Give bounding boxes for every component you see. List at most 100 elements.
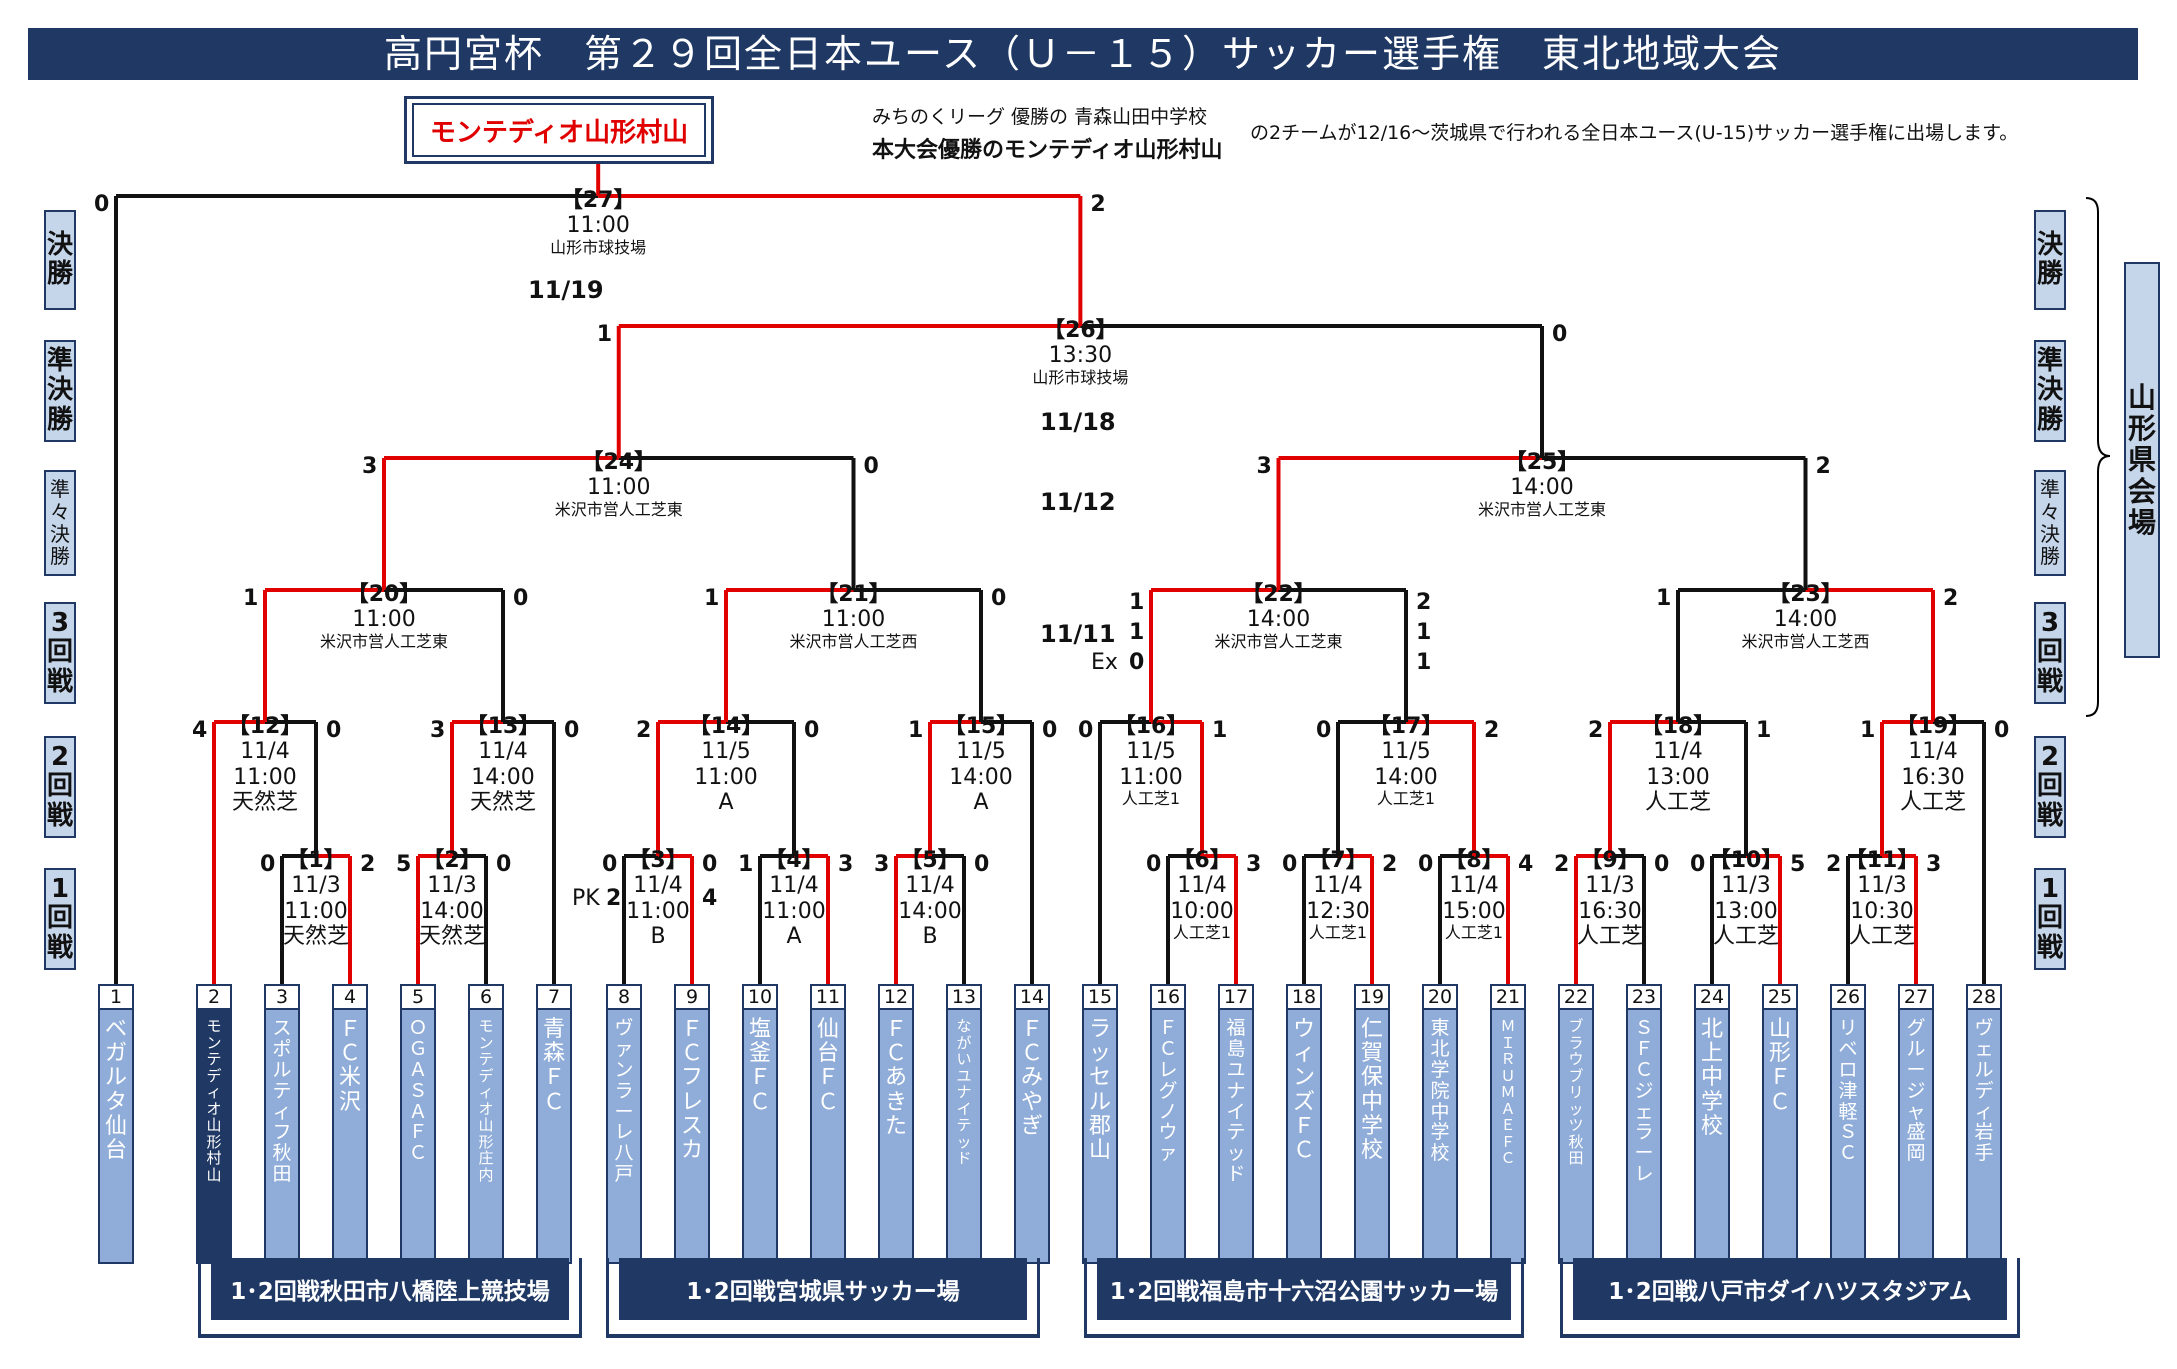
m6-info-line-2: 10:00 [1170, 898, 1234, 924]
m3-pk-label: PK [572, 886, 600, 911]
m22-score-right: 2 [1416, 590, 1432, 615]
m9-info-line-2: 16:30 [1578, 898, 1642, 924]
m26-score-right: 0 [1552, 322, 1568, 347]
m15-info-line-3: A [973, 789, 989, 815]
m6-score-right: 3 [1246, 852, 1262, 877]
team-number-9: 9 [674, 984, 710, 1010]
m10-info-line-2: 13:00 [1714, 898, 1778, 924]
m10-info-line-1: 11/3 [1721, 873, 1771, 899]
m4-info-line-0: 【4】 [764, 848, 824, 873]
team-number-6: 6 [468, 984, 504, 1010]
m13-info-line-2: 14:00 [471, 764, 535, 790]
m19-score-right: 0 [1994, 718, 2010, 743]
m12-info-line-0: 【12】 [227, 714, 303, 739]
m3-info-line-0: 【3】 [628, 848, 688, 873]
m3-pk-right: 4 [702, 886, 718, 911]
m13-info-line-1: 11/4 [478, 739, 528, 765]
m2-info-line-3: 天然芝 [418, 923, 485, 949]
m1-info-line-1: 11/3 [291, 873, 341, 899]
team-number-1: 1 [98, 984, 134, 1010]
m13-info-line-0: 【13】 [465, 714, 541, 739]
m1-score-left: 0 [260, 852, 276, 877]
m20-info-line-1: 11:00 [352, 607, 416, 633]
m5-info-line-0: 【5】 [900, 848, 960, 873]
m14-info-line-3: A [718, 789, 734, 815]
m3-info-line-2: 11:00 [626, 898, 690, 924]
team-name-27: グルージャ盛岡 [1898, 1008, 1934, 1264]
round-label-semi-left: 準決勝 [44, 340, 76, 442]
round-label-semi-right: 準決勝 [2034, 340, 2066, 442]
m4-info-line-3: A [786, 923, 802, 949]
m12-score-left: 4 [192, 718, 208, 743]
date-semi: 11/18 [1040, 408, 1116, 436]
m20-score-right: 0 [513, 586, 529, 611]
m26-info-line-2: 山形市球技場 [1032, 367, 1129, 387]
team-number-5: 5 [400, 984, 436, 1010]
m24-info-line-1: 11:00 [587, 475, 651, 501]
m4-info-line-2: 11:00 [762, 898, 826, 924]
m11-info-line-0: 【11】 [1844, 848, 1920, 873]
m22-score-right-ex: 1 [1416, 650, 1432, 675]
m15-score-left: 1 [908, 718, 924, 743]
team-name-20: 東北学院中学校 [1422, 1008, 1458, 1264]
team-number-11: 11 [810, 984, 846, 1010]
m10-info-line-3: 人工芝 [1712, 923, 1779, 949]
m24-score-left: 3 [362, 454, 378, 479]
m10-score-right: 5 [1790, 852, 1806, 877]
m6-info-line-0: 【6】 [1172, 848, 1232, 873]
note-line-3: の2チームが12/16～茨城県で行われる全日本ユース(U-15)サッカー選手権に… [1250, 122, 2019, 144]
m11-info-line-1: 11/3 [1857, 873, 1907, 899]
venue-box-fukushima: 1･2回戦福島市十六沼公園サッカー場 [1084, 1258, 1524, 1338]
date-quarter: 11/12 [1040, 488, 1116, 516]
team-name-2: モンテディオ山形村山 [196, 1008, 232, 1264]
m19-info-line-1: 11/4 [1908, 739, 1958, 765]
team-number-17: 17 [1218, 984, 1254, 1010]
m8-info-line-2: 15:00 [1442, 898, 1506, 924]
m19-score-left: 1 [1860, 718, 1876, 743]
m8-info-line-1: 11/4 [1449, 873, 1499, 899]
m6-score-left: 0 [1146, 852, 1162, 877]
m22-score-left: 1 [1129, 590, 1145, 615]
team-number-18: 18 [1286, 984, 1322, 1010]
round-label-quarter-left: 準々決勝 [44, 470, 76, 576]
side-venue-label: 山形県会場 [2124, 262, 2160, 658]
m15-score-right: 0 [1042, 718, 1058, 743]
m23-score-left: 1 [1656, 586, 1672, 611]
m24-score-right: 0 [863, 454, 879, 479]
team-number-4: 4 [332, 984, 368, 1010]
m12-score-right: 0 [326, 718, 342, 743]
champion-name: モンテディオ山形村山 [412, 103, 706, 157]
m13-score-right: 0 [564, 718, 580, 743]
team-number-8: 8 [606, 984, 642, 1010]
m5-score-left: 3 [874, 852, 890, 877]
m5-score-right: 0 [974, 852, 990, 877]
venue-box-miyagi-label: 1･2回戦宮城県サッカー場 [619, 1258, 1027, 1320]
m18-info-line-2: 13:00 [1646, 764, 1710, 790]
team-name-15: ラッセル郡山 [1082, 1008, 1118, 1264]
m24-info-line-2: 米沢市営人工芝東 [554, 499, 683, 519]
m1-info-line-0: 【1】 [286, 848, 346, 873]
m1-score-right: 2 [360, 852, 376, 877]
m15-info-line-2: 14:00 [949, 764, 1013, 790]
side-venue-brace [2085, 197, 2111, 717]
m17-info-line-0: 【17】 [1368, 714, 1444, 739]
m7-info-line-2: 12:30 [1306, 898, 1370, 924]
team-number-22: 22 [1558, 984, 1594, 1010]
note-line-2: 本大会優勝のモンテディオ山形村山 [872, 138, 1223, 163]
